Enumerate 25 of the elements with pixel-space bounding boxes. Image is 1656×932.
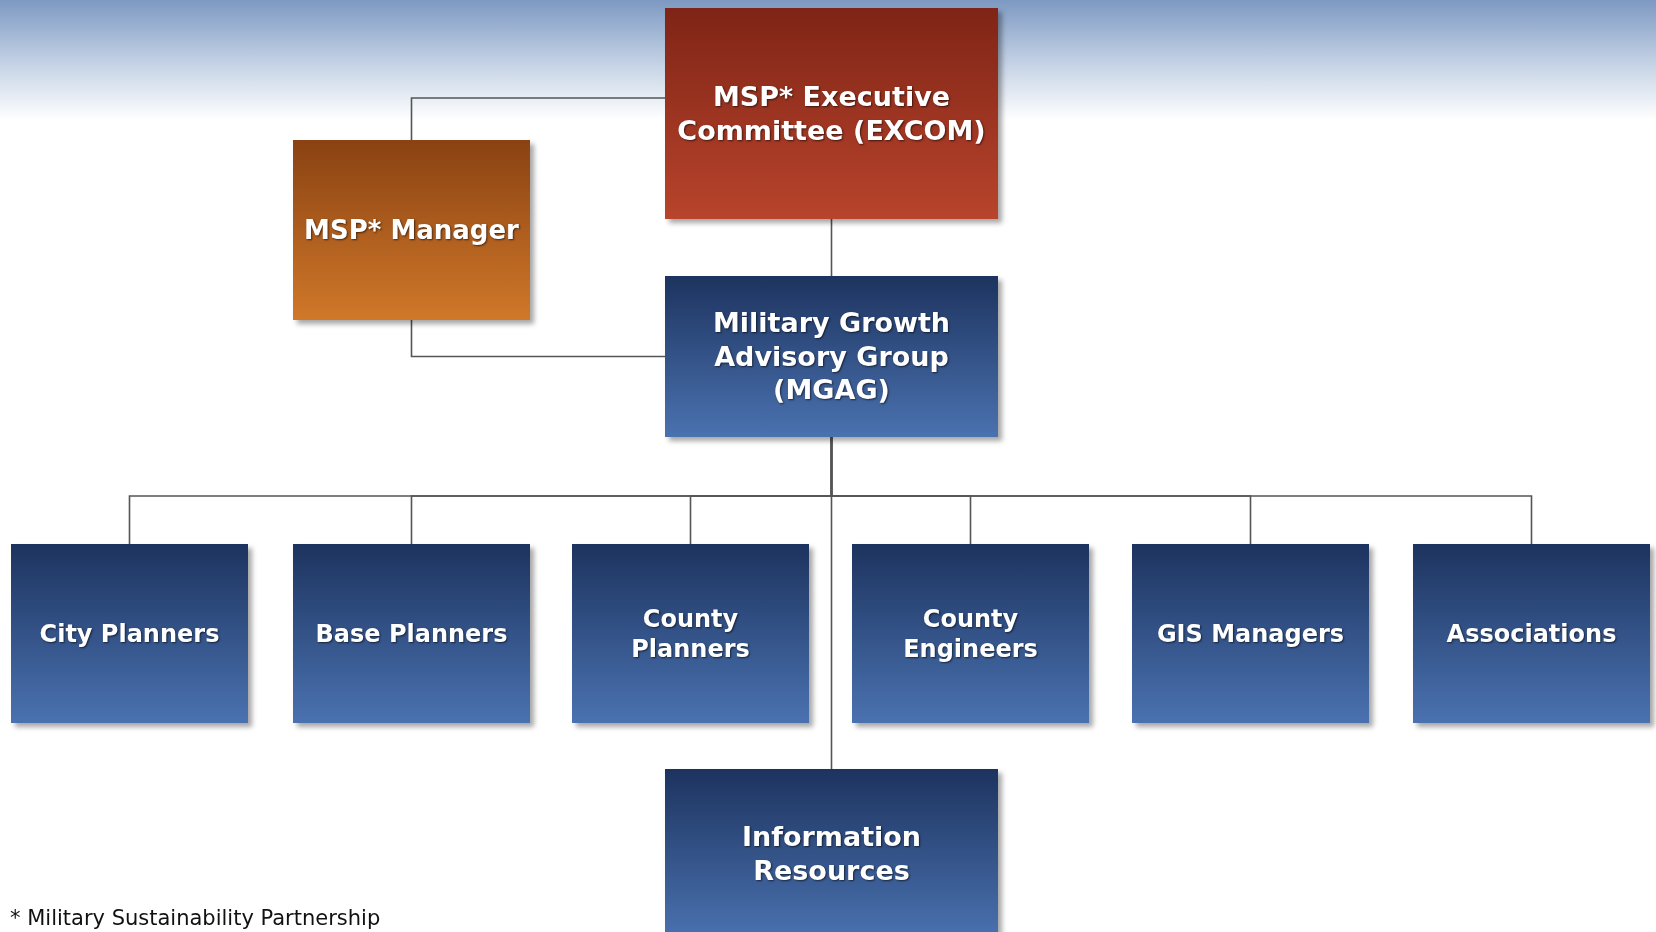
org-box bbox=[293, 140, 530, 320]
footnote: * Military Sustainability Partnership bbox=[10, 906, 381, 930]
box-label: City Planners bbox=[39, 618, 220, 649]
box-label: GIS Managers bbox=[1156, 618, 1345, 649]
org-box bbox=[665, 769, 998, 932]
box-label: County Engineers bbox=[902, 603, 1039, 664]
box-label: Military Growth Advisory Group (MGAG) bbox=[711, 305, 952, 408]
org-box bbox=[11, 544, 248, 723]
box-label: Base Planners bbox=[315, 618, 508, 649]
org-box bbox=[572, 544, 809, 723]
org-box bbox=[1132, 544, 1369, 723]
org-box bbox=[665, 276, 998, 437]
box-label: MSP* Manager bbox=[304, 213, 519, 247]
connector-line bbox=[830, 218, 833, 277]
box-label: County Planners bbox=[630, 603, 751, 664]
org-box bbox=[1413, 544, 1650, 723]
box-label: MSP* Executive Committee (EXCOM) bbox=[676, 79, 987, 148]
box-label: Associations bbox=[1446, 618, 1617, 649]
org-box bbox=[665, 8, 998, 219]
org-box bbox=[852, 544, 1089, 723]
org-box bbox=[293, 544, 530, 723]
connector-line bbox=[410, 319, 666, 358]
connector-line bbox=[830, 436, 833, 770]
box-label: Information Resources bbox=[740, 820, 923, 888]
connector-line bbox=[410, 97, 666, 141]
